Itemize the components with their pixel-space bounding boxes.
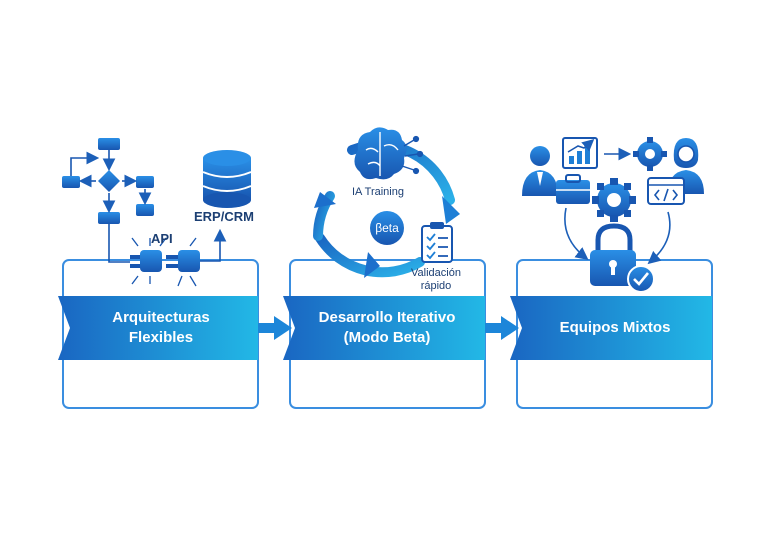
chart-icon: [562, 137, 598, 169]
validacion-line2: rápido: [420, 280, 452, 292]
code-window-icon: [647, 177, 685, 205]
brain-icon: [354, 127, 424, 180]
stage-3-title: Equipos Mixtos: [522, 318, 708, 338]
stage-2-title-line1: Desarrollo Iterativo: [318, 309, 456, 326]
checkmark-icon: [627, 265, 655, 293]
stage-1-title-line2: Flexibles: [128, 329, 194, 346]
stage-box-1: [58, 259, 259, 409]
beta-circle: [370, 211, 404, 245]
database-icon: [202, 150, 252, 208]
person-icon: [522, 146, 558, 196]
arrow-stage-2-to-3: [485, 316, 519, 340]
stage-3-title-line1: Equipos Mixtos: [559, 319, 671, 336]
validacion-label: Validación rápido: [408, 267, 464, 293]
stage-box-3: [510, 259, 713, 409]
stage-2-title: Desarrollo Iterativo (Modo Beta): [296, 308, 478, 348]
stage-2-title-line2: (Modo Beta): [343, 329, 431, 346]
gears-icon: [592, 137, 667, 222]
validacion-line1: Validación: [411, 267, 461, 279]
cycle-arrows-3: [564, 207, 671, 265]
plug-icon: [130, 228, 227, 287]
flowchart-icon: [62, 138, 154, 263]
arrow-stage-1-to-2: [258, 316, 292, 340]
ia-training-label: IA Training: [352, 186, 404, 198]
briefcase-icon: [556, 174, 590, 204]
stage-1-title-line1: Arquitecturas: [112, 309, 210, 326]
padlock-icon: [590, 223, 636, 286]
erp-crm-label: ERP/CRM: [194, 209, 254, 224]
clipboard-checklist-icon: [421, 222, 453, 263]
stage-box-2: [283, 259, 486, 409]
stage-1-title: Arquitecturas Flexibles: [70, 308, 252, 348]
api-label: API: [151, 231, 173, 246]
beta-label: βeta: [375, 221, 399, 235]
